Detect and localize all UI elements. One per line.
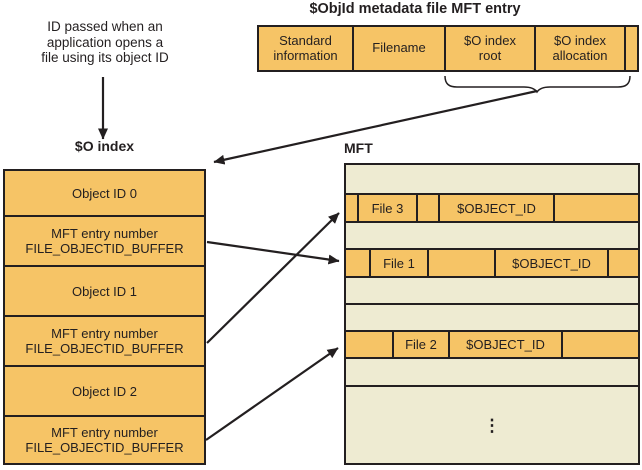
mft-row-file-3: File 3 $OBJECT_ID	[346, 195, 638, 223]
file1-seg-gap	[427, 250, 494, 276]
mft-row-blank	[346, 165, 638, 195]
file3-name-cell: File 3	[357, 195, 416, 221]
objid-entry-strip: Standard information Filename $O index r…	[257, 25, 639, 72]
arrow-entry0-to-file1	[206, 240, 340, 265]
arrow-brace-to-o-index	[213, 89, 538, 165]
mft-label: MFT	[344, 140, 373, 156]
file1-seg-tail	[607, 250, 638, 276]
mft-row-blank	[346, 223, 638, 250]
file1-seg-lead	[346, 250, 369, 276]
file2-seg-lead	[346, 332, 392, 357]
mft-row-file-2: File 2 $OBJECT_ID	[346, 332, 638, 359]
objid-entry-title: $ObjId metadata file MFT entry	[309, 1, 521, 17]
arrow-entry2-to-file2	[205, 347, 339, 441]
mft-row-blank	[346, 305, 638, 332]
o-index-row-object-id-0: Object ID 0	[5, 171, 204, 217]
o-index-row-mft-entry-number-1: MFT entry number FILE_OBJECTID_BUFFER	[5, 317, 204, 367]
o-index-row-object-id-2: Object ID 2	[5, 367, 204, 417]
o-index-row-mft-entry-number-0: MFT entry number FILE_OBJECTID_BUFFER	[5, 217, 204, 267]
mft-row-ellipsis: ⋮	[346, 387, 638, 463]
file3-object-id-cell: $OBJECT_ID	[438, 195, 553, 221]
file3-seg-lead	[346, 195, 357, 221]
file1-name-cell: File 1	[369, 250, 427, 276]
mft-row-file-1: File 1 $OBJECT_ID	[346, 250, 638, 278]
o-index-row-object-id-1: Object ID 1	[5, 267, 204, 317]
vertical-ellipsis: ⋮	[483, 415, 501, 435]
brace-o-index-attributes	[444, 75, 631, 94]
cell-o-index-root: $O index root	[446, 25, 536, 72]
o-index-label: $O index	[74, 138, 135, 154]
file2-object-id-cell: $OBJECT_ID	[448, 332, 561, 357]
mft-row-blank	[346, 359, 638, 387]
mft-box: File 3 $OBJECT_ID File 1 $OBJECT_ID File…	[344, 163, 640, 465]
annotation-text: ID passed when an application opens a fi…	[41, 19, 169, 65]
o-index-box: Object ID 0 MFT entry number FILE_OBJECT…	[3, 169, 206, 465]
cell-extra-sliver	[626, 25, 639, 72]
cell-o-index-allocation: $O index allocation	[536, 25, 626, 72]
o-index-row-mft-entry-number-2: MFT entry number FILE_OBJECTID_BUFFER	[25, 425, 184, 455]
mft-row-blank	[346, 278, 638, 305]
arrow-entry1-to-file3	[206, 212, 340, 344]
file2-name-cell: File 2	[392, 332, 448, 357]
cell-filename: Filename	[354, 25, 446, 72]
file1-object-id-cell: $OBJECT_ID	[494, 250, 607, 276]
file3-seg-gap	[416, 195, 438, 221]
file3-seg-tail	[553, 195, 638, 221]
file2-seg-tail	[561, 332, 638, 357]
cell-standard-information: Standard information	[257, 25, 354, 72]
